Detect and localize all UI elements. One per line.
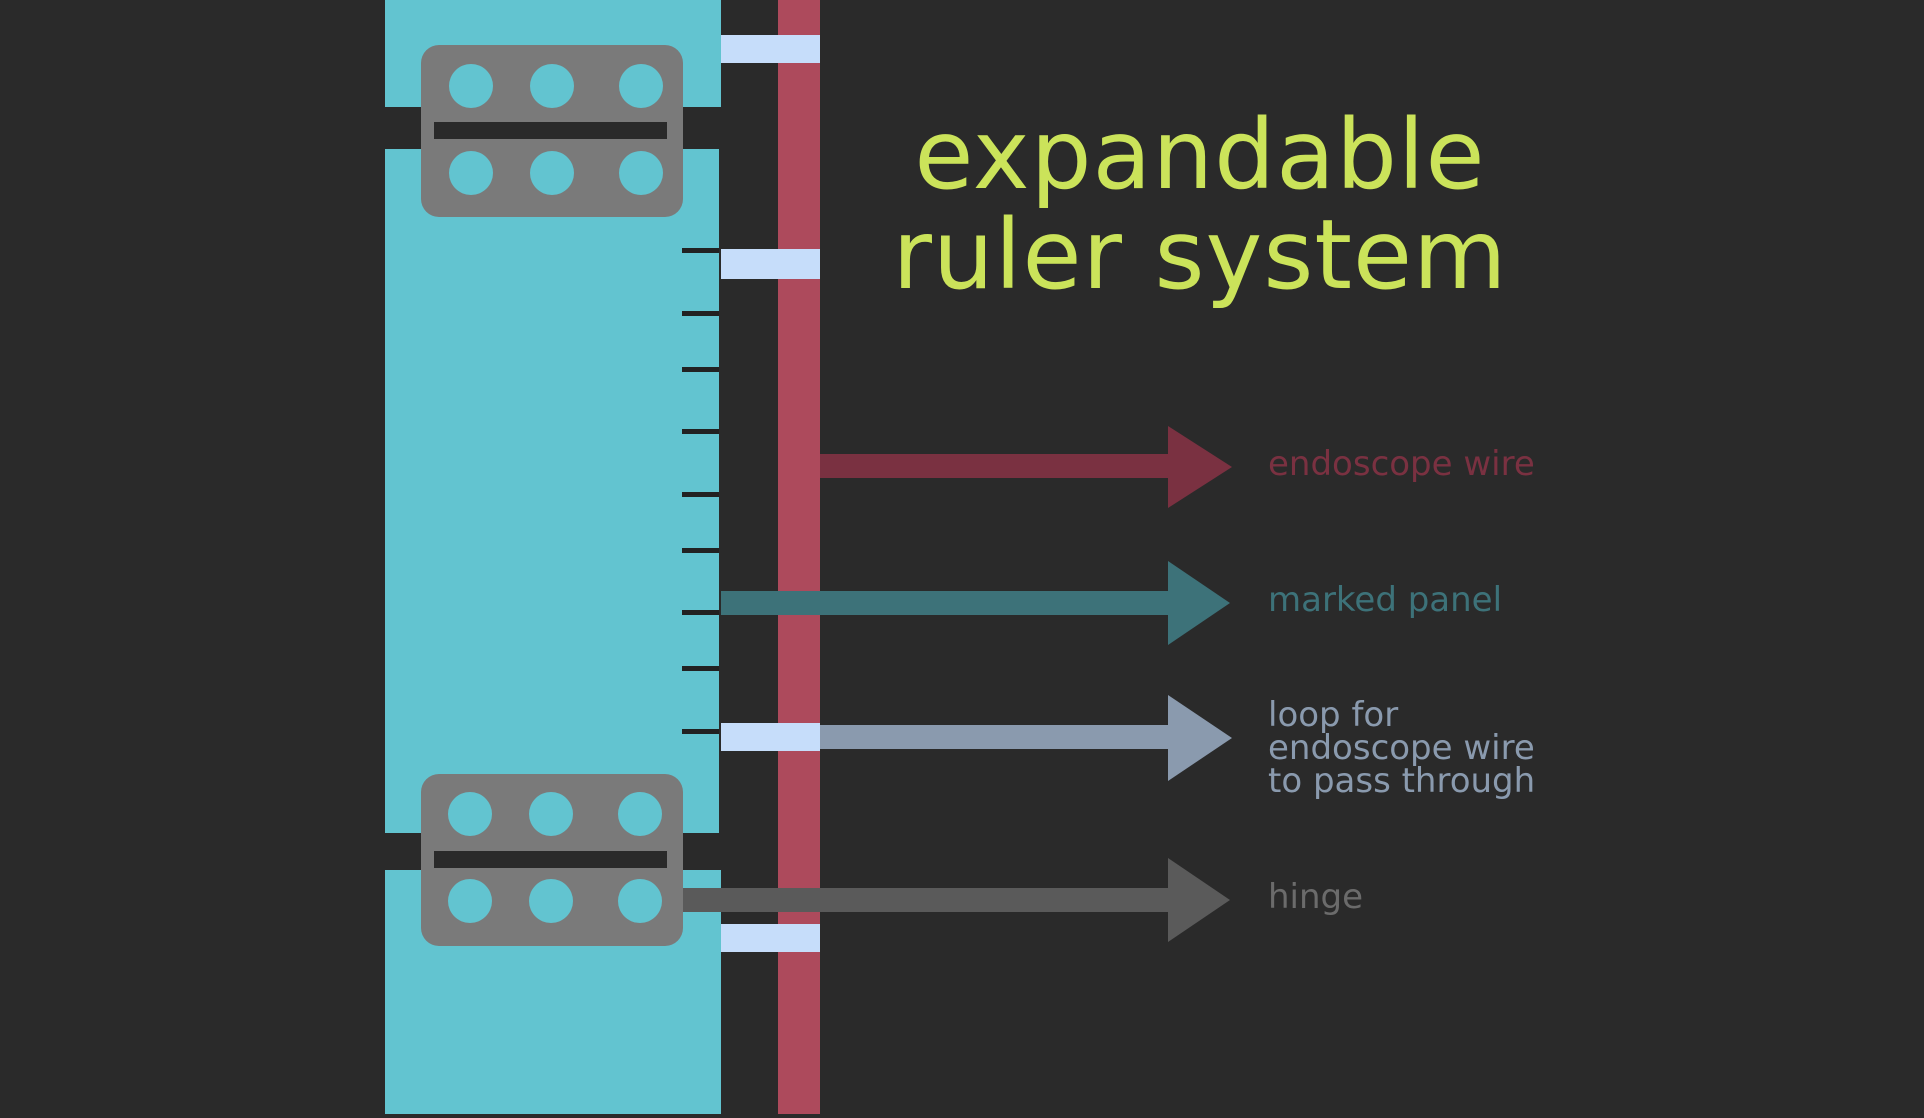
ruler-tick xyxy=(682,666,719,671)
hinge-hole xyxy=(449,64,493,108)
ruler-tick xyxy=(682,729,719,734)
hinge-lower xyxy=(421,774,683,946)
hinge-hole xyxy=(448,879,492,923)
title-line-2: ruler system xyxy=(880,205,1520,305)
hinge-hole xyxy=(619,151,663,195)
hinge-label: hinge xyxy=(1268,881,1363,914)
hinge-slot xyxy=(434,851,667,868)
marked-panel-main xyxy=(385,149,719,833)
hinge-hole xyxy=(530,151,574,195)
ruler-tick xyxy=(682,248,719,253)
loop-arrow xyxy=(820,695,1232,781)
ruler-tick xyxy=(682,367,719,372)
hinge-upper xyxy=(421,45,683,217)
diagram-title: expandable ruler system xyxy=(880,105,1520,305)
marked-panel-label: marked panel xyxy=(1268,584,1502,617)
ruler-tick xyxy=(682,311,719,316)
title-line-1: expandable xyxy=(880,105,1520,205)
ruler-tick xyxy=(682,492,719,497)
ruler-tick xyxy=(682,610,719,615)
hinge-hole xyxy=(618,792,662,836)
endoscope-wire-arrow xyxy=(820,426,1232,508)
endoscope-wire-label: endoscope wire xyxy=(1268,448,1535,481)
hinge-hole xyxy=(618,879,662,923)
hinge-hole xyxy=(529,879,573,923)
wire-loop xyxy=(721,723,820,751)
hinge-slot xyxy=(434,122,667,139)
hinge-hole xyxy=(619,64,663,108)
wire-loop xyxy=(721,249,820,279)
loop-label: loop for endoscope wire to pass through xyxy=(1268,699,1535,798)
wire-loop xyxy=(721,35,820,63)
hinge-hole xyxy=(449,151,493,195)
ruler-tick xyxy=(682,548,719,553)
hinge-hole xyxy=(529,792,573,836)
hinge-hole xyxy=(530,64,574,108)
hinge-hole xyxy=(448,792,492,836)
wire-loop xyxy=(721,924,820,952)
loop-label-line-3: to pass through xyxy=(1268,765,1535,798)
ruler-tick xyxy=(682,429,719,434)
